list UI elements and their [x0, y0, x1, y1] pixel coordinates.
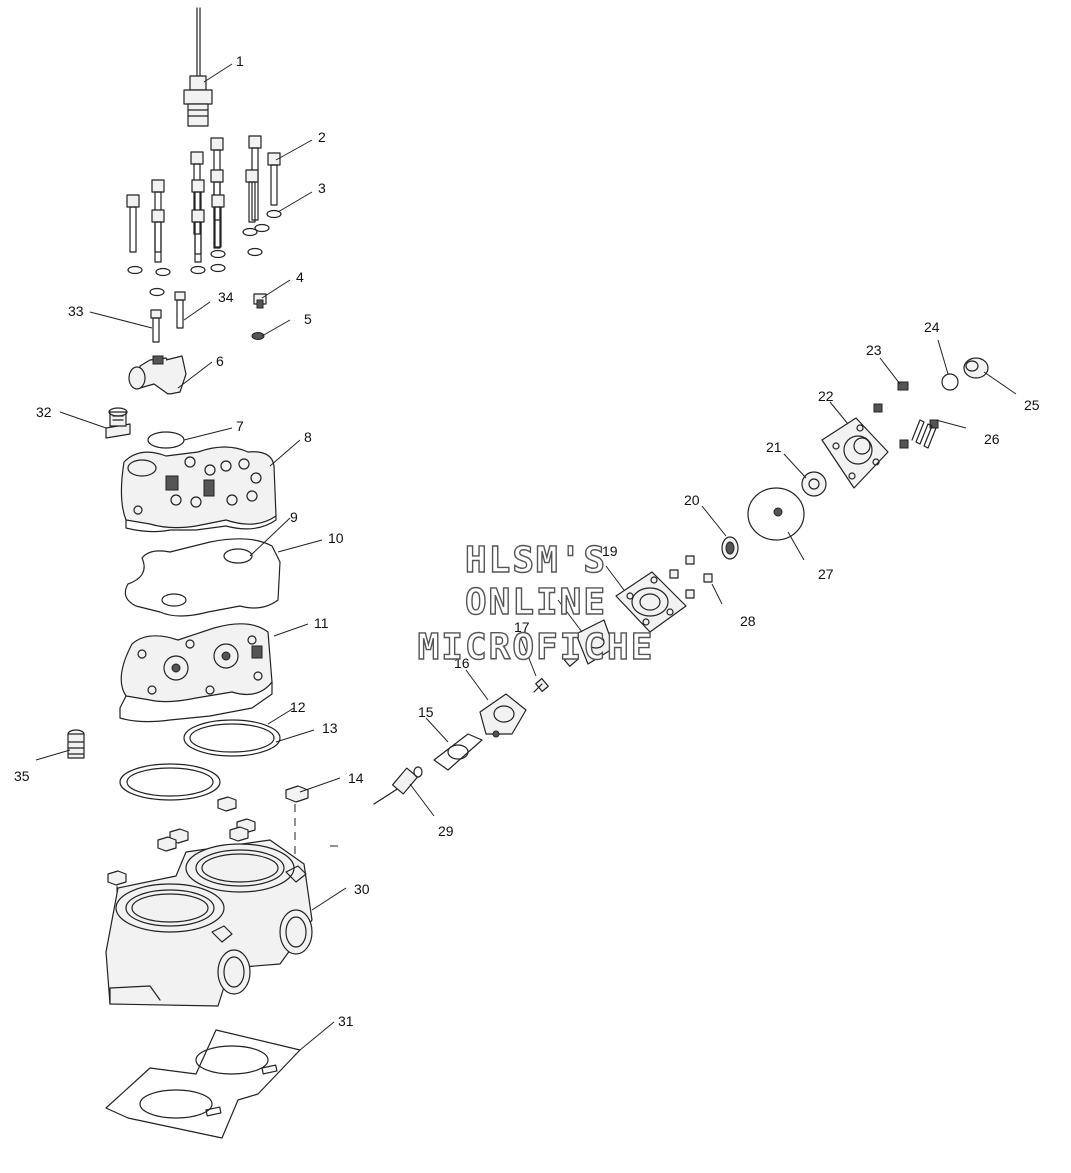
part-23-screws — [873, 381, 939, 449]
callout-6: 6 — [216, 353, 224, 369]
part-1-sensor — [183, 7, 213, 127]
callout-33: 33 — [68, 303, 84, 319]
callout-22: 22 — [818, 388, 834, 404]
part-3-washers — [127, 209, 282, 297]
callout-28: 28 — [740, 613, 756, 629]
watermark-line-2: ONLINE — [465, 582, 607, 623]
part-24-o-ring — [941, 373, 959, 391]
part-32-thermostat — [105, 407, 131, 439]
callout-35: 35 — [14, 768, 30, 784]
part-29-shaft — [373, 766, 423, 805]
callout-17: 17 — [514, 619, 530, 635]
part-4-fitting — [253, 293, 267, 309]
part-20-impeller — [721, 536, 739, 560]
part-8-head-cover — [120, 446, 277, 533]
callout-12: 12 — [290, 699, 306, 715]
part-34-bolt — [174, 291, 186, 329]
part-6-outlet-elbow — [128, 355, 187, 395]
part-28-screws — [669, 555, 713, 599]
callout-2: 2 — [318, 129, 326, 145]
part-11-cylinder-head — [119, 623, 273, 723]
callout-11: 11 — [314, 615, 329, 631]
callout-27: 27 — [818, 566, 834, 582]
part-31-base-gasket — [105, 1029, 301, 1139]
part-5-washer — [251, 332, 265, 340]
part-9-seal — [161, 548, 253, 607]
callout-3: 3 — [318, 180, 326, 196]
part-19-pump-base — [615, 571, 687, 633]
callout-9: 9 — [290, 509, 298, 525]
part-2-bolts — [126, 135, 281, 263]
callout-21: 21 — [766, 439, 782, 455]
watermark-line-3: MICROFICHE — [418, 627, 655, 668]
callout-19: 19 — [602, 543, 618, 559]
part-13-head-gasket — [119, 763, 221, 801]
callout-23: 23 — [866, 342, 882, 358]
leader-lines — [35, 63, 1017, 1051]
part-18-plate — [563, 619, 615, 667]
callout-10: 10 — [328, 530, 344, 546]
part-12-head-gasket — [183, 719, 281, 757]
callout-14: 14 — [348, 770, 364, 786]
part-33-bolt — [150, 309, 162, 343]
callout-31: 31 — [338, 1013, 354, 1029]
part-16-housing — [479, 693, 527, 738]
callout-7: 7 — [236, 418, 244, 434]
callout-16: 16 — [454, 655, 470, 671]
part-7-o-ring — [147, 431, 185, 449]
callout-8: 8 — [304, 429, 312, 445]
part-17-screw — [533, 677, 549, 693]
callout-4: 4 — [296, 269, 304, 285]
callout-32: 32 — [36, 404, 52, 420]
callout-25: 25 — [1024, 397, 1040, 413]
callout-24: 24 — [924, 319, 940, 335]
callout-26: 26 — [984, 431, 1000, 447]
callout-30: 30 — [354, 881, 370, 897]
callout-29: 29 — [438, 823, 454, 839]
part-35-fitting — [67, 729, 85, 759]
part-22-pump-cover — [821, 417, 889, 489]
part-14-nuts — [107, 785, 309, 886]
part-30-cylinder-block — [105, 839, 313, 1007]
callout-15: 15 — [418, 704, 434, 720]
part-26-spring — [911, 419, 937, 449]
watermark: HLSM'S ONLINE MICROFICHE — [417, 539, 655, 668]
part-21-seal — [801, 471, 827, 497]
callout-20: 20 — [684, 492, 700, 508]
watermark-line-1: HLSM'S — [465, 540, 607, 581]
part-27-o-ring — [747, 487, 805, 541]
callout-5: 5 — [304, 311, 312, 327]
callout-13: 13 — [322, 720, 338, 736]
part-10-cover-gasket — [124, 538, 281, 617]
part-15-gasket — [433, 733, 483, 771]
callout-34: 34 — [218, 289, 234, 305]
callout-1: 1 — [236, 53, 244, 69]
callout-labels: 1 2 3 4 5 6 7 8 9 10 11 12 13 14 15 16 1… — [14, 53, 1040, 1029]
part-25-plug — [963, 357, 989, 379]
